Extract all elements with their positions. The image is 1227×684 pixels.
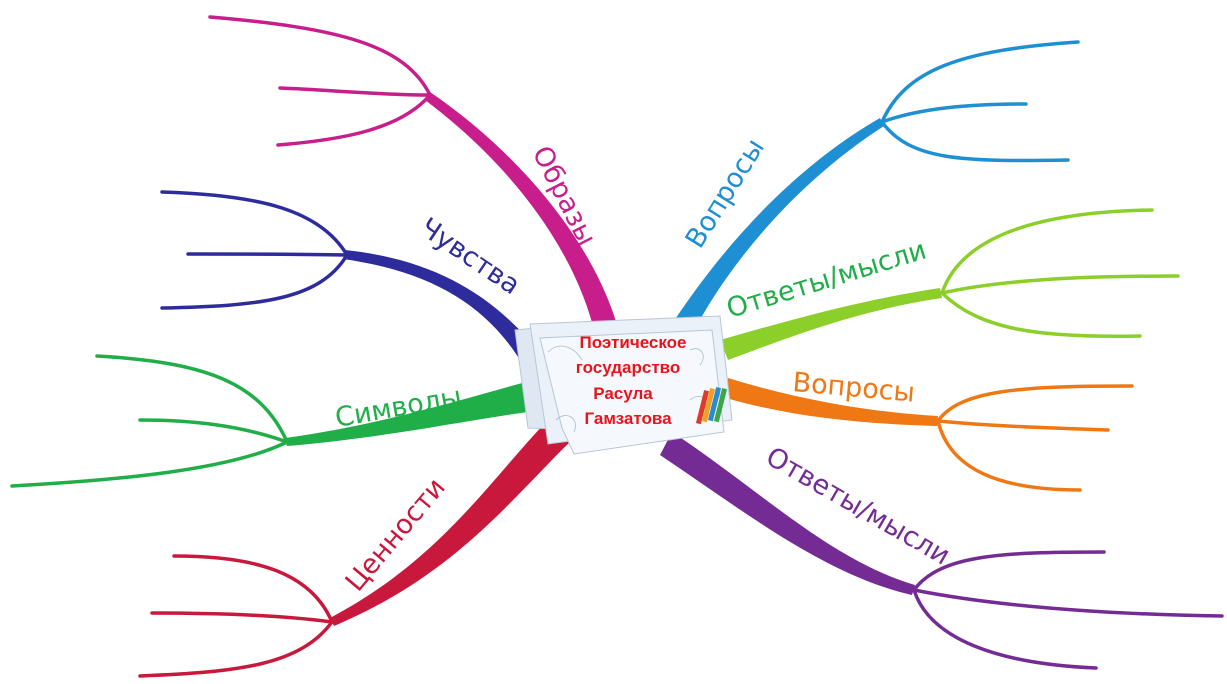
branch-otvety-bottom-twigs	[912, 550, 1224, 670]
branch-obrazy-twig-1	[208, 15, 432, 97]
branch-otvety-top-trunk	[720, 288, 942, 360]
branch-otvety-bottom: Ответы/мысли	[660, 432, 1224, 670]
branch-voprosy-top-twig-2	[880, 102, 1028, 124]
branch-obrazy: Образы	[208, 15, 620, 338]
branch-voprosy-bottom-twig-3	[936, 419, 1082, 492]
branch-otvety-top-twig-3	[940, 291, 1142, 339]
branch-simvoly-twig-1	[95, 354, 289, 444]
branch-tsennosti-twig-1	[172, 554, 334, 624]
branch-voprosy-bottom: Вопросы	[726, 367, 1134, 492]
branch-simvoly-twig-3	[10, 440, 289, 488]
branch-simvoly: Символы	[10, 354, 542, 488]
center-title-line-4: Гамзатова	[584, 409, 672, 428]
branch-voprosy-top-twigs	[880, 40, 1080, 163]
branch-otvety-top-twig-1	[940, 208, 1154, 295]
branch-voprosy-bottom-twigs	[936, 384, 1134, 492]
branch-simvoly-twig-2	[138, 418, 289, 444]
pencils-icon	[695, 387, 728, 425]
center-paper-sketch	[547, 345, 707, 433]
branch-otvety-top: Ответы/мысли	[720, 208, 1180, 360]
branch-simvoly-trunk	[285, 378, 542, 446]
center-paper-front	[539, 329, 725, 455]
branch-otvety-bottom-label: Ответы/мысли	[761, 441, 956, 571]
branch-voprosy-bottom-twig-2	[936, 419, 1110, 432]
branch-chuvstva-twig-1	[160, 190, 349, 257]
branch-otvety-bottom-twig-3	[912, 588, 1098, 670]
branch-voprosy-bottom-trunk	[726, 378, 938, 426]
branch-voprosy-top-twig-3	[880, 120, 1070, 163]
branch-tsennosti: Ценности	[138, 420, 572, 678]
branch-simvoly-twigs	[10, 354, 289, 488]
branch-voprosy-top-twig-1	[880, 40, 1080, 124]
branch-otvety-bottom-twig-1	[912, 550, 1106, 592]
center-title-line-1: Поэтическое	[580, 333, 687, 352]
center-title-line-3: Расула	[593, 384, 653, 403]
branch-obrazy-twig-3	[276, 93, 432, 147]
branch-tsennosti-twig-2	[150, 611, 334, 624]
branch-tsennosti-trunk	[330, 420, 572, 626]
branch-voprosy-top-trunk	[668, 118, 884, 338]
branch-obrazy-twig-2	[278, 86, 432, 97]
branch-obrazy-trunk	[425, 92, 620, 338]
branch-otvety-top-twigs	[940, 208, 1180, 339]
center-node: Поэтическое государство Расула Гамзатова	[514, 315, 733, 455]
center-title-line-2: государство	[576, 358, 681, 377]
branch-chuvstva-twig-3	[160, 253, 349, 310]
branch-chuvstva: Чувства	[160, 190, 545, 368]
branch-voprosy-bottom-twig-1	[936, 384, 1134, 423]
branch-otvety-bottom-trunk	[660, 432, 915, 595]
branch-chuvstva-twigs	[160, 190, 349, 310]
branch-tsennosti-twigs	[138, 554, 334, 678]
branch-chuvstva-twig-2	[186, 252, 349, 257]
branch-otvety-bottom-twig-2	[912, 588, 1224, 618]
branch-obrazy-twigs	[208, 15, 432, 147]
branch-otvety-top-twig-2	[940, 274, 1180, 295]
branch-tsennosti-twig-3	[138, 620, 334, 678]
branch-chuvstva-label: Чувства	[414, 212, 525, 301]
